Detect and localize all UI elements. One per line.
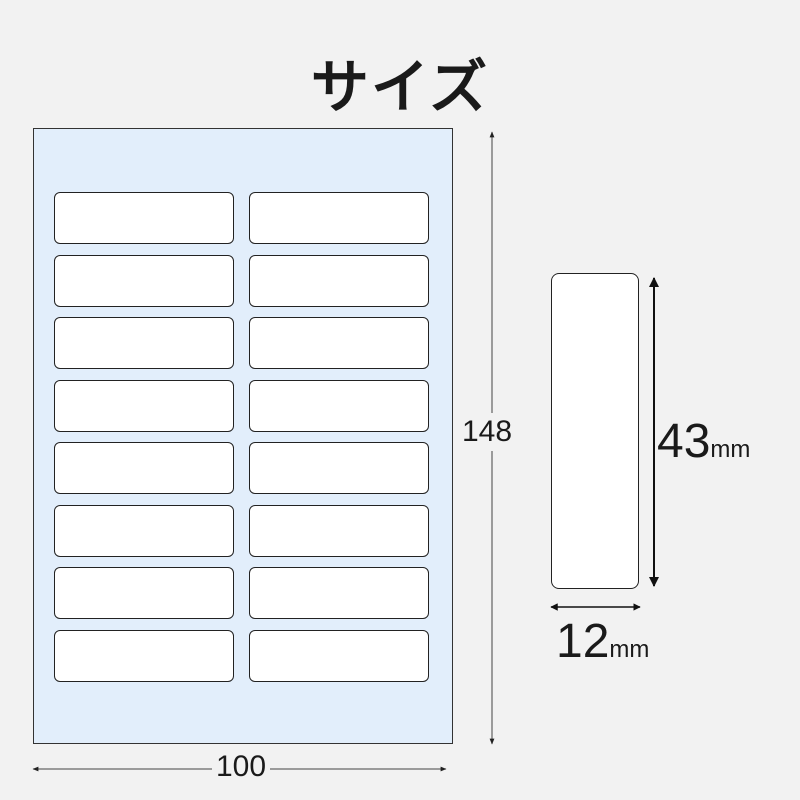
label-width-unit: mm xyxy=(609,636,650,663)
page-title: サイズ xyxy=(310,53,490,121)
label-slot xyxy=(249,442,429,494)
label-slot xyxy=(249,567,429,619)
label-width-dimension: 12mm xyxy=(556,614,649,669)
label-slot xyxy=(54,379,234,432)
sheet-height-label: 148 xyxy=(462,413,513,451)
label-slot xyxy=(54,504,234,557)
label-height-value: 43 xyxy=(657,415,711,468)
label-width-value: 12 xyxy=(556,615,610,668)
label-slot xyxy=(249,504,429,557)
label-slot xyxy=(249,254,429,307)
label-slot xyxy=(54,254,234,307)
label-slot xyxy=(249,317,429,369)
label-slot xyxy=(54,442,234,494)
label-slot xyxy=(54,629,234,682)
label-slot xyxy=(54,567,234,619)
sheet-width-label: 100 xyxy=(212,750,271,784)
single-label xyxy=(551,273,639,589)
label-height-unit: mm xyxy=(710,436,751,463)
label-slot xyxy=(249,192,429,244)
label-slot xyxy=(54,317,234,369)
label-slot xyxy=(54,192,234,244)
label-slot xyxy=(249,379,429,432)
label-height-dimension: 43mm xyxy=(657,414,750,469)
label-sheet xyxy=(33,128,453,744)
label-slot xyxy=(249,629,429,682)
